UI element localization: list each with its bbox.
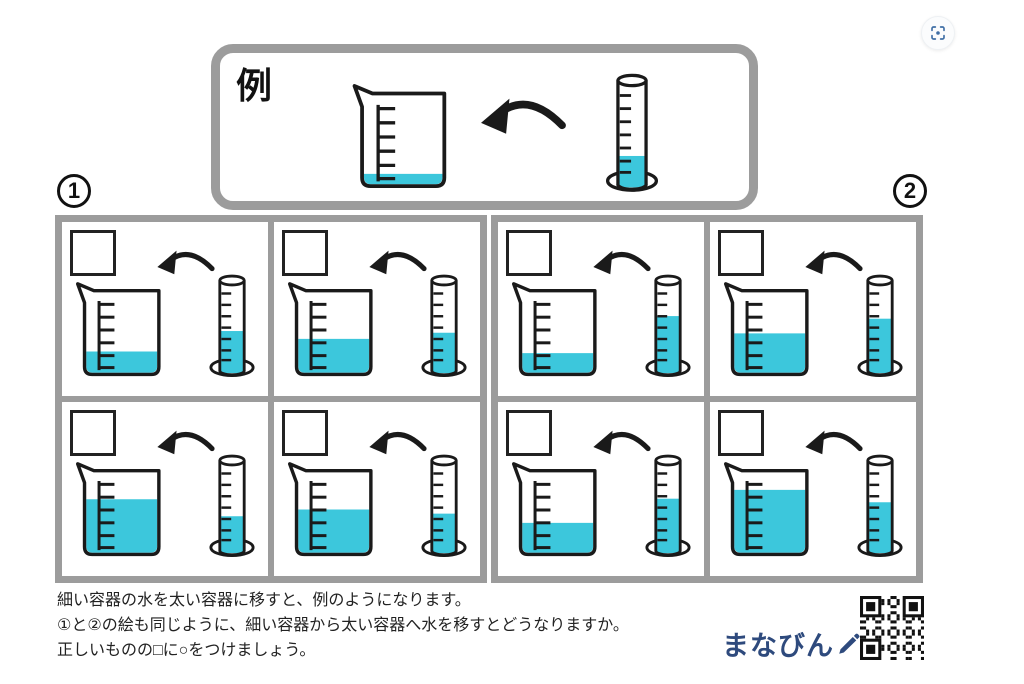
transfer-arrow-icon [154, 246, 216, 285]
section-2-number-text: 2 [903, 178, 917, 203]
instructions: 細い容器の水を太い容器に移すと、例のようになります。 ①と②の絵も同じように、細… [57, 588, 707, 663]
example-box: 例 [211, 44, 758, 210]
transfer-arrow-icon [476, 91, 568, 148]
visual-search-button[interactable] [921, 16, 955, 50]
graduated-cylinder-icon [418, 450, 470, 567]
answer-checkbox[interactable] [506, 230, 552, 276]
answer-panel [274, 402, 480, 576]
transfer-arrow-icon [802, 246, 864, 285]
beaker-icon [346, 79, 450, 200]
beaker-icon [70, 278, 164, 387]
pencil-icon [836, 631, 862, 657]
beaker-icon [718, 458, 812, 567]
transfer-arrow-icon [590, 246, 652, 285]
graduated-cylinder-icon [206, 270, 258, 387]
answer-checkbox[interactable] [70, 230, 116, 276]
section-2-number: 2 [893, 174, 927, 208]
transfer-arrow-icon [154, 426, 216, 465]
beaker-icon [506, 458, 600, 567]
graduated-cylinder-icon [642, 450, 694, 567]
answer-checkbox[interactable] [282, 410, 328, 456]
transfer-arrow-icon [802, 426, 864, 465]
transfer-arrow-icon [366, 246, 428, 285]
section-1-number: 1 [57, 174, 91, 208]
section-1-number-text: 1 [67, 178, 81, 203]
answer-panel [710, 222, 916, 396]
instruction-line: ①と②の絵も同じように、細い容器から太い容器へ水を移すとどうなりますか。 [57, 617, 629, 634]
beaker-icon [718, 278, 812, 387]
section-1-grid [55, 215, 487, 583]
answer-panel [710, 402, 916, 576]
example-label: 例 [236, 65, 273, 106]
answer-panel [62, 402, 268, 576]
beaker-icon [70, 458, 164, 567]
beaker-icon [282, 458, 376, 567]
qr-code-icon [860, 596, 924, 660]
scan-icon [929, 24, 947, 42]
graduated-cylinder-icon [602, 67, 662, 204]
graduated-cylinder-icon [854, 450, 906, 567]
beaker-icon [506, 278, 600, 387]
graduated-cylinder-icon [854, 270, 906, 387]
instruction-line: 細い容器の水を太い容器に移すと、例のようになります。 [57, 592, 471, 609]
answer-checkbox[interactable] [506, 410, 552, 456]
beaker-icon [282, 278, 376, 387]
answer-panel [498, 402, 704, 576]
brand-name: まなびん [722, 631, 834, 661]
answer-checkbox[interactable] [718, 410, 764, 456]
graduated-cylinder-icon [418, 270, 470, 387]
answer-checkbox[interactable] [718, 230, 764, 276]
answer-panel [498, 222, 704, 396]
graduated-cylinder-icon [642, 270, 694, 387]
answer-panel [62, 222, 268, 396]
instruction-line: 正しいものの□に○をつけましょう。 [57, 642, 316, 659]
transfer-arrow-icon [366, 426, 428, 465]
graduated-cylinder-icon [206, 450, 258, 567]
brand-logo: まなびん [722, 624, 862, 663]
section-2-grid [491, 215, 923, 583]
answer-checkbox[interactable] [282, 230, 328, 276]
answer-checkbox[interactable] [70, 410, 116, 456]
answer-panel [274, 222, 480, 396]
transfer-arrow-icon [590, 426, 652, 465]
